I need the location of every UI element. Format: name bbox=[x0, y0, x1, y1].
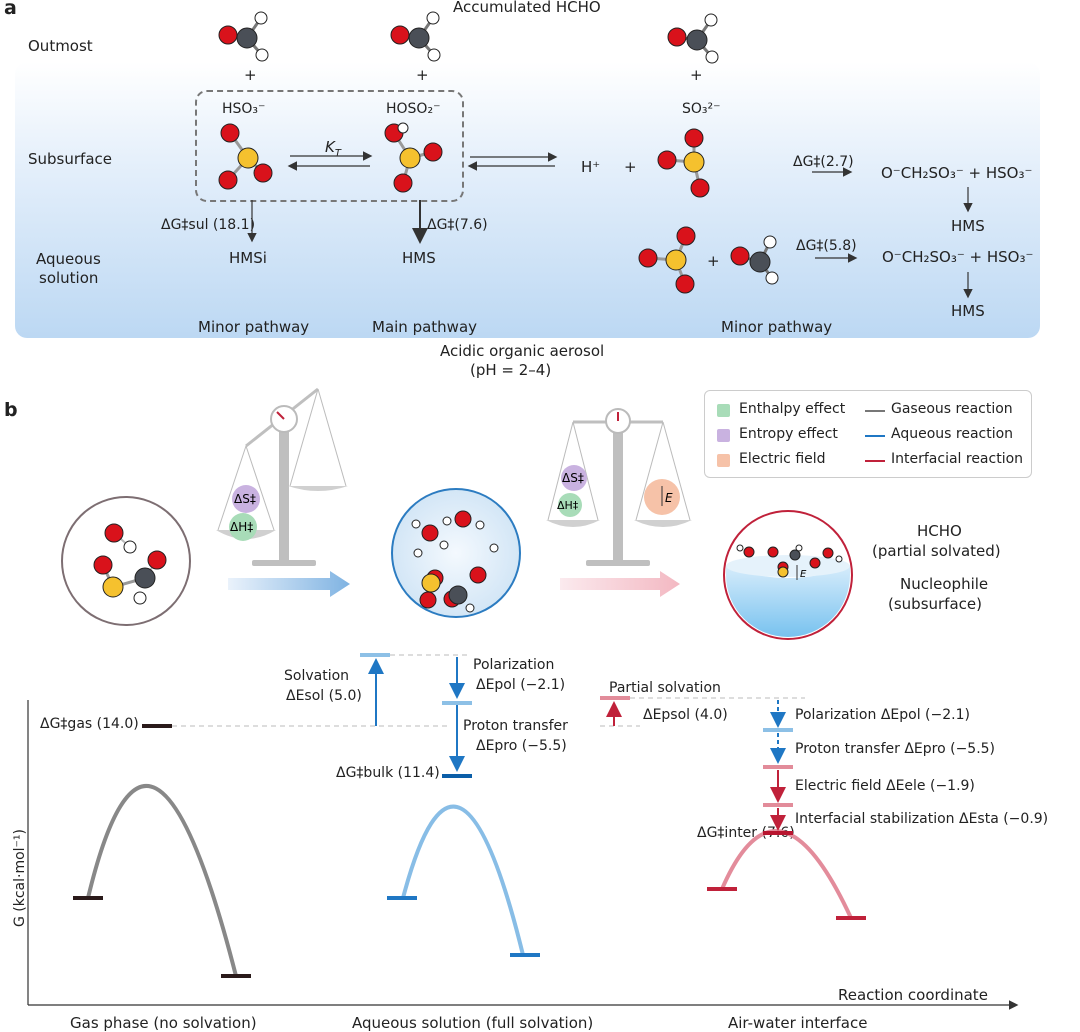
plus-aq: + bbox=[707, 252, 720, 270]
scale2-ds: ΔS‡ bbox=[562, 471, 584, 485]
so3-aqueous-molecule bbox=[638, 226, 696, 294]
proton-aq-2: ΔEpro (−5.5) bbox=[476, 738, 567, 754]
panel-b-label: b bbox=[4, 399, 18, 421]
phase-aqueous: Aqueous solution (full solvation) bbox=[352, 1014, 594, 1032]
aqueous-curve bbox=[401, 804, 525, 956]
aerosol-label: Acidic organic aerosol bbox=[440, 342, 605, 360]
scale2-e: E bbox=[665, 491, 673, 505]
gas-curve bbox=[86, 784, 238, 977]
species-hoso2: HOSO₂⁻ bbox=[386, 101, 441, 117]
ph-label: (pH = 2–4) bbox=[470, 361, 552, 379]
proton-aq-1: Proton transfer bbox=[463, 718, 568, 734]
hso3-molecule bbox=[218, 123, 273, 190]
scale1-ds: ΔS‡ bbox=[234, 492, 256, 506]
species-hso3: HSO₃⁻ bbox=[222, 101, 266, 117]
pathway-minor-2: Minor pathway bbox=[721, 318, 833, 336]
equilibrium-arrows bbox=[287, 151, 558, 171]
polarization-aq-1: Polarization bbox=[473, 657, 555, 673]
legend-aqueous: Aqueous reaction bbox=[891, 426, 1014, 442]
polarization-int: Polarization ΔEpol (−2.1) bbox=[795, 707, 970, 723]
plus-1: + bbox=[244, 66, 257, 84]
partial-solvation: Partial solvation bbox=[609, 680, 721, 696]
polarization-aq-2: ΔEpol (−2.1) bbox=[476, 677, 566, 693]
barrier-sul: ΔG‡sul (18.1) bbox=[161, 217, 256, 233]
legend-interfacial-line bbox=[865, 460, 885, 462]
legend-aqueous-line bbox=[865, 435, 885, 437]
scale-1 bbox=[216, 387, 348, 566]
so3-molecule bbox=[657, 128, 710, 198]
barrier-main: ΔG‡(7.6) bbox=[427, 217, 488, 233]
panel-a-label: a bbox=[4, 0, 17, 19]
row-aqueous-2: solution bbox=[39, 269, 99, 287]
barrier-5-8: ΔG‡(5.8) bbox=[796, 238, 857, 254]
solvation-1: Solvation bbox=[284, 668, 350, 684]
aqueous-molecule-bubble bbox=[391, 488, 521, 618]
legend-efield: Electric field bbox=[739, 451, 826, 467]
scale2-dh: ΔH‡ bbox=[557, 499, 579, 512]
hcho-label-2: (partial solvated) bbox=[872, 542, 1001, 560]
x-axis-label: Reaction coordinate bbox=[838, 986, 988, 1004]
legend-enthalpy: Enthalpy effect bbox=[739, 401, 846, 417]
legend-efield-swatch bbox=[717, 454, 730, 467]
product-2: O⁻CH₂SO₃⁻ + HSO₃⁻ bbox=[882, 248, 1034, 266]
legend-entropy: Entropy effect bbox=[739, 426, 838, 442]
equilibrium-box bbox=[195, 90, 464, 202]
legend-interfacial: Interfacial reaction bbox=[891, 451, 1024, 467]
row-outmost: Outmost bbox=[28, 37, 93, 55]
plus-3: + bbox=[690, 66, 703, 84]
legend-gaseous-line bbox=[865, 410, 885, 412]
hcho-aqueous-molecule bbox=[730, 235, 779, 285]
legend-gaseous: Gaseous reaction bbox=[891, 401, 1013, 417]
dg-gas: ΔG‡gas (14.0) bbox=[40, 716, 139, 732]
panel-a-background bbox=[15, 62, 1040, 338]
dg-bulk: ΔG‡bulk (11.4) bbox=[336, 765, 440, 781]
species-hplus: H⁺ bbox=[581, 158, 601, 176]
interface-e: E bbox=[800, 569, 807, 580]
species-so3: SO₃²⁻ bbox=[682, 101, 721, 117]
legend: Enthalpy effect Entropy effect Electric … bbox=[704, 390, 1032, 478]
barrier-2-7: ΔG‡(2.7) bbox=[793, 154, 854, 170]
nucleophile-label-1: Nucleophile bbox=[900, 575, 989, 593]
plus-4: + bbox=[624, 158, 637, 176]
phase-gas: Gas phase (no solvation) bbox=[70, 1014, 257, 1032]
gas-phase-molecule bbox=[61, 496, 191, 626]
solvation-2: ΔEsol (5.0) bbox=[286, 688, 362, 704]
hcho-molecule-1 bbox=[218, 11, 269, 62]
plus-2: + bbox=[416, 66, 429, 84]
hcho-label-1: HCHO bbox=[917, 522, 962, 540]
pink-transition-arrow bbox=[560, 571, 680, 597]
hoso2-molecule bbox=[384, 122, 443, 193]
pathway-minor-1: Minor pathway bbox=[198, 318, 310, 336]
hcho-molecule-3 bbox=[667, 13, 719, 64]
row-subsurface: Subsurface bbox=[28, 150, 112, 168]
species-hms-3: HMS bbox=[951, 302, 985, 320]
proton-int: Proton transfer ΔEpro (−5.5) bbox=[795, 741, 996, 757]
nucleophile-label-2: (subsurface) bbox=[888, 595, 982, 613]
species-hmsi: HMSi bbox=[229, 249, 267, 267]
kt-label: KT bbox=[325, 138, 341, 159]
row-aqueous-1: Aqueous bbox=[36, 250, 101, 268]
species-hms-main: HMS bbox=[402, 249, 436, 267]
efield-int: Electric field ΔEele (−1.9) bbox=[795, 778, 975, 794]
accumulated-hcho-label: Accumulated HCHO bbox=[453, 0, 601, 16]
product-1: O⁻CH₂SO₃⁻ + HSO₃⁻ bbox=[881, 164, 1033, 182]
legend-enthalpy-swatch bbox=[717, 404, 730, 417]
blue-transition-arrow bbox=[228, 571, 350, 597]
stabilization-int: Interfacial stabilization ΔEsta (−0.9) bbox=[795, 811, 1049, 827]
legend-entropy-swatch bbox=[717, 429, 730, 442]
pathway-main: Main pathway bbox=[372, 318, 478, 336]
interface-curve bbox=[720, 829, 853, 919]
species-hms-2: HMS bbox=[951, 217, 985, 235]
interface-bubble bbox=[723, 510, 853, 640]
hcho-molecule-2 bbox=[390, 11, 441, 62]
scale-2 bbox=[546, 408, 692, 566]
scale1-dh: ΔH‡ bbox=[230, 520, 253, 534]
phase-interface: Air-water interface bbox=[728, 1014, 868, 1032]
dE-psol: ΔEpsol (4.0) bbox=[643, 707, 728, 723]
